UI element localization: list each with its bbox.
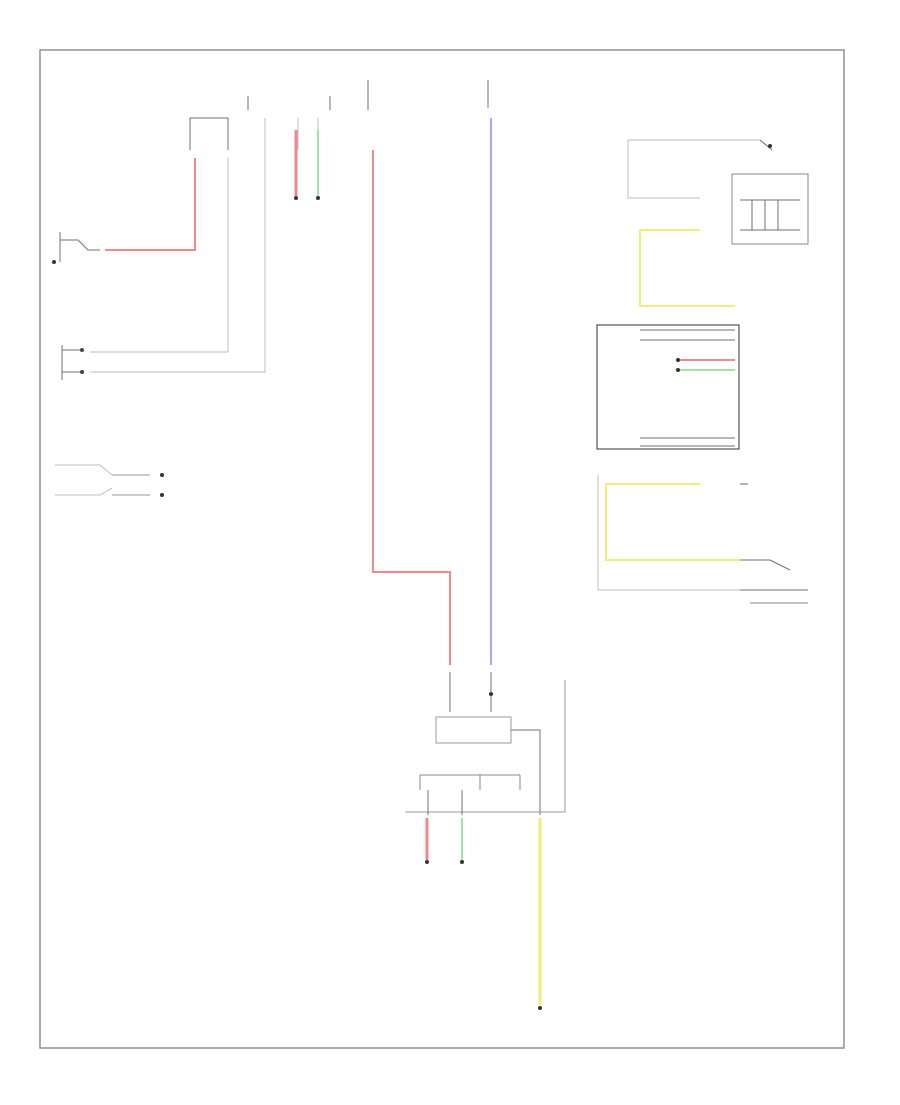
ground-dot-icon: [768, 144, 772, 148]
engine-room-relay-group: [189, 117, 229, 150]
ground-dot-icon: [538, 1006, 542, 1010]
combination-meter-module: [405, 672, 566, 815]
fuse-feed-blue: [487, 80, 492, 665]
seat-belt-sensor-module: [597, 475, 808, 604]
occupant-module: [596, 324, 740, 450]
relay-coil-outline: [189, 117, 229, 150]
wire-red-left-buckle: [105, 158, 196, 251]
wire-gray-left-1: [90, 158, 229, 353]
junction-block-group: [247, 96, 331, 200]
ground-dot-icon: [52, 260, 56, 264]
wire-yellow-top-right: [639, 229, 735, 307]
seat-belt-switch-group: [61, 345, 84, 380]
buckle-switch-box: [731, 173, 809, 245]
wire-yellow-right-loop: [605, 483, 740, 561]
fuse-feed-red: [367, 80, 451, 665]
wire-red-main: [372, 150, 451, 665]
module-inner-box: [435, 716, 512, 744]
right-front-buckle-group: [627, 139, 809, 245]
diagram-frame: [39, 49, 845, 1049]
left-front-buckle-switch: [52, 232, 100, 264]
seat-position-switch: [55, 464, 164, 497]
wire-gray-left-2: [90, 150, 266, 373]
